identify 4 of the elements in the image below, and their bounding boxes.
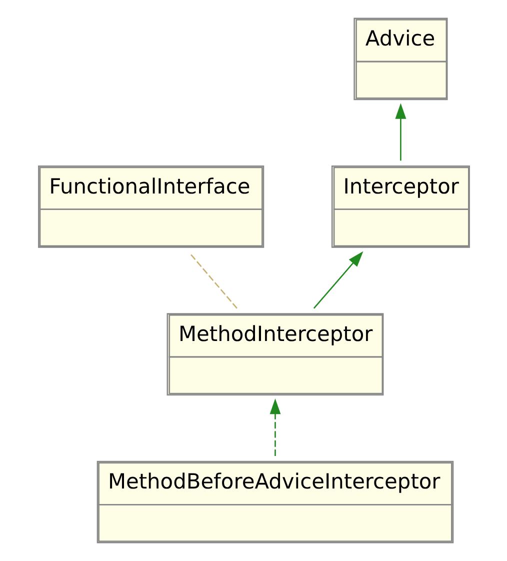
connector [188,252,237,309]
arrow [269,398,280,456]
arrow [394,103,406,161]
arrow [312,251,363,309]
